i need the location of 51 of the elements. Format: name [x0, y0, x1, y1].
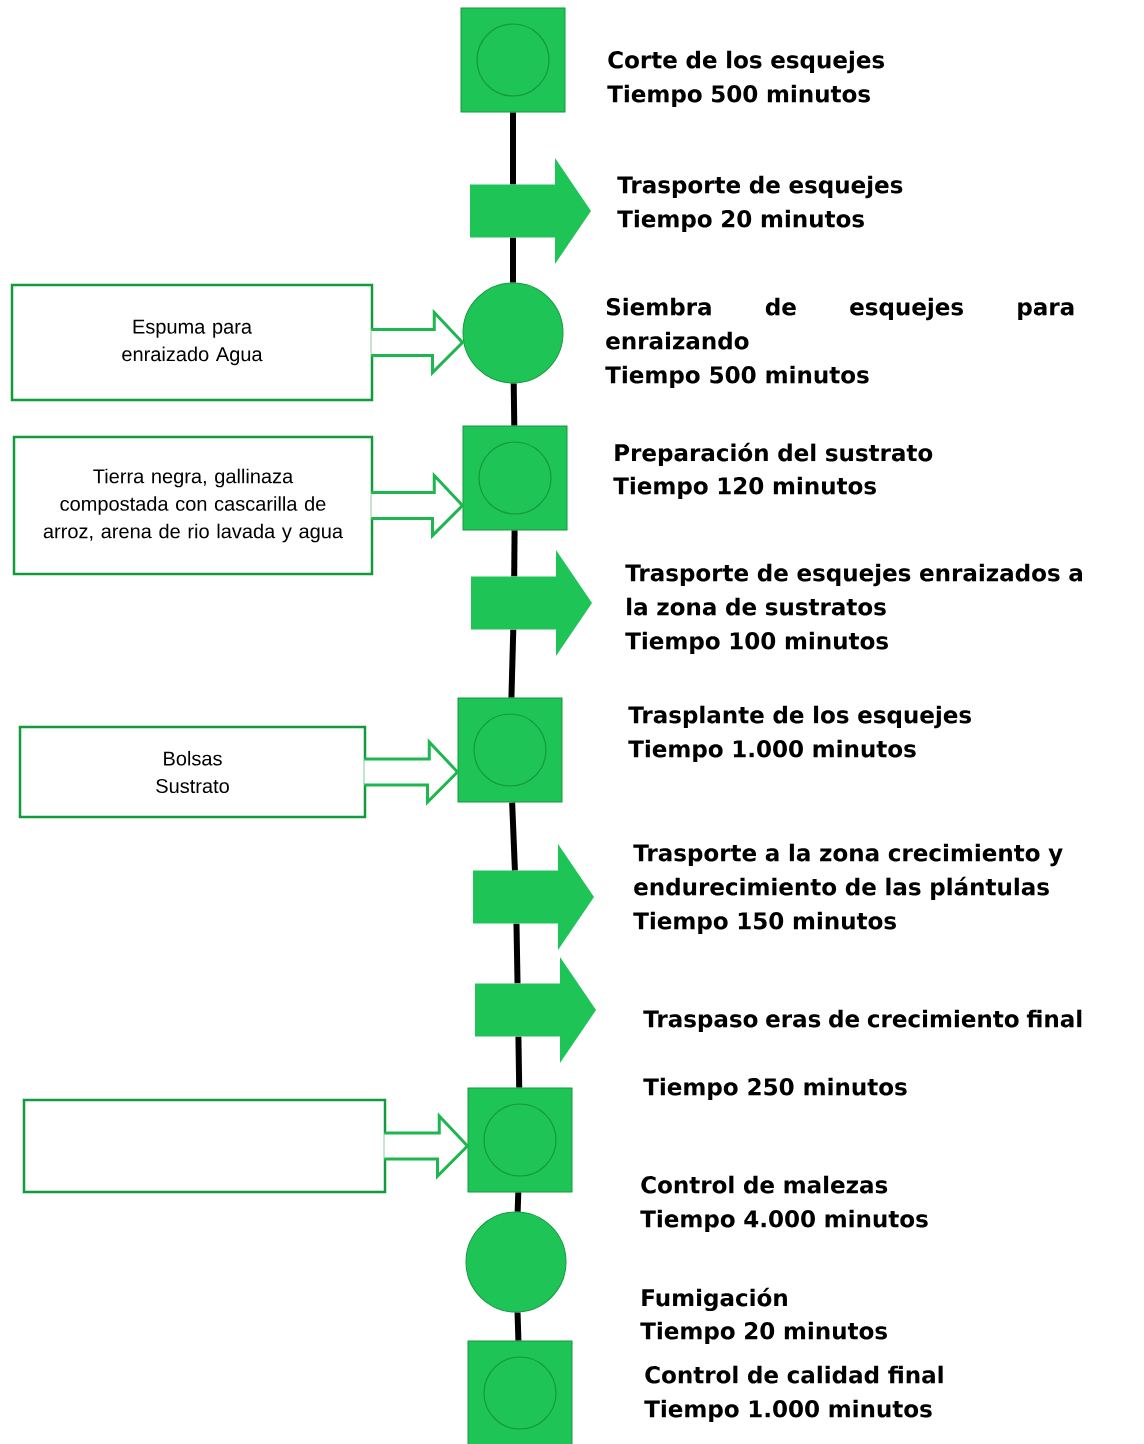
transport-symbol [475, 957, 596, 1063]
connector-line [509, 802, 518, 871]
connector-line [511, 530, 518, 577]
input-box: Tierra negra, gallinaza compostada con cascarilla de arroz, arena de rio lavada y agua [12, 435, 374, 576]
step-title: Trasporte de esquejes enraizados a la zona de sustratos [625, 563, 1082, 616]
block-arrow [382, 1112, 470, 1180]
step-title: Traspaso eras de crecimiento final [643, 1009, 1082, 1032]
step-title: Trasplante de los esquejes [628, 705, 971, 729]
step-time: Tiempo 20 minutos [640, 1321, 887, 1344]
step-title: Corte de los esquejes [608, 50, 885, 74]
step-title: Preparación del sustrato [615, 442, 933, 466]
connector-line [508, 629, 517, 698]
step-title: Trasporte a la zona crecimiento y endurecimiento de las plántulas [633, 843, 1063, 900]
step-time: Tiempo 500 minutos [607, 84, 870, 107]
step-time: Tiempo 100 minutos [625, 631, 888, 654]
block-arrow [369, 308, 465, 377]
input-box: Espuma para enraizado Agua [10, 283, 374, 402]
connector-line [510, 112, 516, 185]
step-title: Control de calidad final [645, 1365, 943, 1384]
block-arrow [362, 738, 460, 806]
circle-symbol [465, 1211, 567, 1313]
square-with-circle-symbol [457, 697, 563, 803]
block-arrow [369, 471, 465, 540]
step-time: Tiempo 1.000 minutos [644, 1399, 932, 1422]
transport-symbol [470, 158, 591, 264]
square-with-circle-symbol [467, 1340, 573, 1444]
step-time: Tiempo 20 minutos [617, 209, 864, 232]
square-with-circle-symbol [467, 1087, 573, 1193]
connector-line [514, 1192, 522, 1212]
circle-symbol [462, 282, 564, 384]
step-time: Tiempo 250 minutos [643, 1077, 907, 1100]
step-title: Trasporte de esquejes [617, 175, 903, 199]
connector-line [513, 923, 521, 984]
step-time: Tiempo 150 minutos [633, 911, 896, 934]
input-box: Bolsas Sustrato [18, 725, 367, 819]
connector-line [514, 1312, 522, 1341]
connector-line [510, 237, 516, 283]
step-time: Tiempo 1.000 minutos [628, 739, 916, 762]
square-with-circle-symbol [462, 425, 568, 531]
step-title: Fumigación [642, 1287, 787, 1312]
step-title: Control de malezas [641, 1175, 888, 1194]
step-time: Tiempo 4.000 minutos [640, 1209, 928, 1232]
connector-line [515, 1036, 523, 1088]
step-time: Tiempo 120 minutos [613, 476, 876, 499]
step-time: Tiempo 500 minutos [605, 365, 869, 388]
square-with-circle-symbol [460, 7, 566, 113]
connector-line [510, 383, 518, 426]
transport-symbol [471, 550, 592, 656]
step-title: Siembra de esquejes para enraizando [606, 297, 1074, 350]
input-box [22, 1098, 387, 1194]
transport-symbol [473, 844, 594, 950]
